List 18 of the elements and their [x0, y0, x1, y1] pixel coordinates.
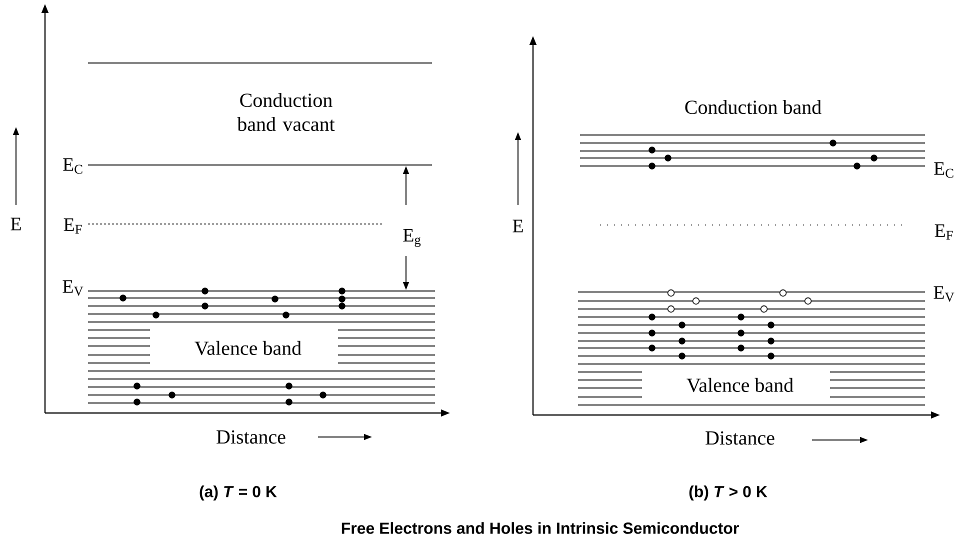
- caption: Free Electrons and Holes in Intrinsic Semiconductor: [342, 522, 739, 534]
- gap-label: E$_{g}$: [403, 229, 421, 247]
- panel-label: (a) T = 0 K: [200, 486, 277, 500]
- level-label: E$_{F}$: [64, 218, 82, 234]
- band-label: Valence band: [194, 340, 302, 356]
- level-label: E$_{V}$: [934, 286, 954, 302]
- band-label: Valence band: [686, 378, 794, 392]
- level-label: E$_{C}$: [63, 158, 82, 174]
- level-label: E$_{F}$: [934, 224, 953, 240]
- panel-label: (b) T > 0 K: [689, 486, 768, 500]
- band-label: Conduction band vacant: [237, 92, 335, 132]
- level-label: E$_{V}$: [62, 280, 84, 296]
- axis-label: Distance: [706, 431, 774, 445]
- level-label: E$_{C}$: [934, 162, 954, 178]
- axis-label: E: [512, 220, 523, 232]
- axis-label: Distance: [216, 430, 286, 444]
- axis-label: E: [10, 218, 21, 230]
- band-label: Conduction band: [685, 100, 822, 114]
